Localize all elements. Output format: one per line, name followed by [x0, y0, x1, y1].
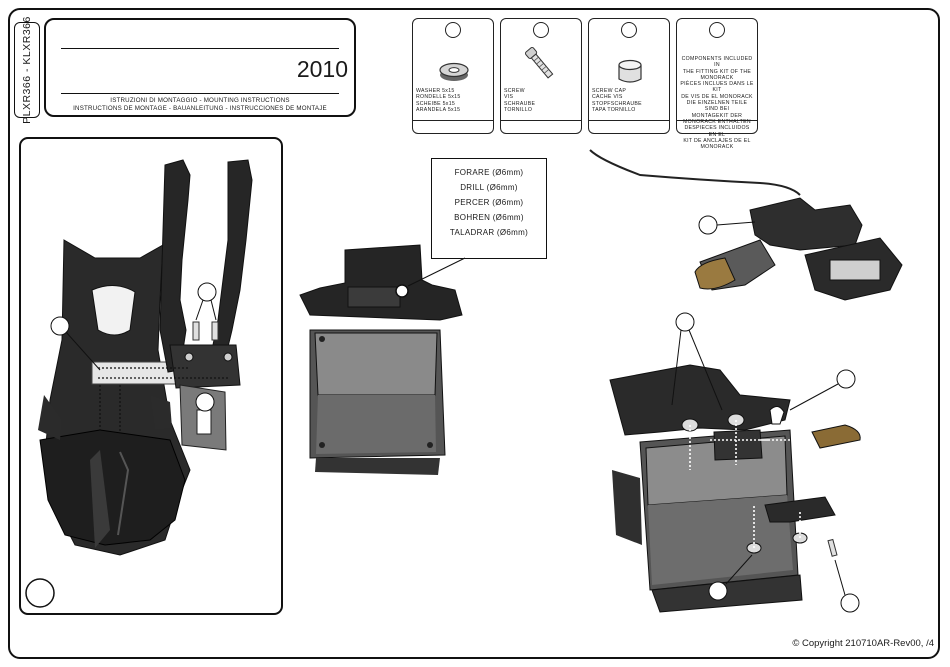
- note-line: THE FITTING KIT OF THE: [682, 68, 752, 75]
- instructions-line-2: INSTRUCTIONS DE MONTAGE - BAUANLEITUNG -…: [73, 105, 327, 112]
- note-line: MONORACK: [700, 74, 734, 81]
- component-screw-cap: SCREW CAP CACHE VIS STOPFSCHRAUBE TAPA T…: [588, 18, 670, 134]
- component-divider: [501, 120, 581, 121]
- assembly-leader-lines: [671, 329, 846, 596]
- included-components-note: COMPONENTS INCLUDED IN THE FITTING KIT O…: [676, 18, 758, 150]
- drill-line-en: DRILL (Ø6mm): [460, 183, 518, 192]
- callout-leaders: [65, 299, 217, 371]
- component-line: SCREW: [504, 88, 525, 94]
- component-screw: SCREW VIS SCHRAUBE TORNILLO: [500, 18, 582, 134]
- washer-icon: [439, 62, 469, 81]
- component-line: CACHE VIS: [592, 94, 623, 101]
- drill-line-it: FORARE (Ø6mm): [454, 168, 524, 177]
- note-line: DE VIS DE EL MONORACK: [681, 93, 753, 100]
- drill-line-de: BOHREN (Ø6mm): [454, 213, 524, 222]
- component-line: VIS: [504, 94, 514, 101]
- component-line: WASHER 5x15: [416, 88, 455, 94]
- component-line: SCREW CAP: [592, 88, 627, 94]
- note-line: MONORACK ENTHALTEN: [683, 118, 751, 125]
- component-divider: [589, 120, 669, 121]
- drill-line-es: TALADRAR (Ø6mm): [449, 228, 529, 237]
- note-line: DIE EINZELNEN TEILE SIND BEI: [686, 100, 748, 113]
- instructions-line-1: ISTRUZIONI DI MONTAGGIO - MOUNTING INSTR…: [110, 97, 290, 104]
- component-text: WASHER 5x15 RONDELLE 5x15 SCHEIBE 5x15 A…: [416, 88, 490, 113]
- component-divider: [413, 120, 493, 121]
- rear-fender-illustration: [38, 239, 191, 556]
- component-line: SCHRAUBE: [504, 100, 536, 107]
- drill-line-fr: PERCER (Ø6mm): [454, 198, 524, 207]
- included-note-text: COMPONENTS INCLUDED IN THE FITTING KIT O…: [680, 56, 754, 150]
- component-line: RONDELLE 5x15: [416, 94, 461, 101]
- component-line: TAPA TORNILLO: [592, 106, 636, 113]
- title-rule-bottom: [61, 93, 339, 94]
- note-line: PIÈCES INCLUES DANS LE KIT: [680, 81, 754, 94]
- screw-cap-icon: [618, 59, 642, 83]
- step-panel-left: [19, 137, 283, 615]
- step-number-circle: [25, 578, 55, 608]
- title-rule-top: [61, 48, 339, 49]
- assembled-view-illustration: [609, 364, 861, 613]
- component-line: ARANDELA 5x15: [416, 106, 461, 113]
- copyright-footer: © Copyright 210710AR-Rev00, /4: [792, 638, 934, 649]
- product-code-box: PLXR366 - KLXR366: [14, 16, 40, 124]
- license-plate-holder-illustration: [299, 244, 463, 475]
- assembly-callout-circles: [675, 312, 860, 613]
- item-number-circle: [621, 22, 637, 38]
- model-year: 2010: [296, 56, 348, 82]
- component-text: SCREW CAP CACHE VIS STOPFSCHRAUBE TAPA T…: [592, 88, 666, 113]
- component-washer: WASHER 5x15 RONDELLE 5x15 SCHEIBE 5x15 A…: [412, 18, 494, 134]
- note-line: DESPIECES INCLUIDOS EN EL: [684, 125, 750, 138]
- note-line: MONORACK: [700, 144, 734, 151]
- component-line: STOPFSCHRAUBE: [592, 100, 642, 107]
- assembly-dotted-lines: [689, 420, 815, 548]
- component-line: SCHEIBE 5x15: [416, 100, 456, 107]
- callout-circles: [50, 282, 217, 412]
- note-line: MONTAGEKIT DER: [691, 112, 743, 119]
- note-line: COMPONENTS INCLUDED IN: [681, 56, 753, 69]
- item-number-circle: [533, 22, 549, 38]
- drill-instruction-box: FORARE (Ø6mm) DRILL (Ø6mm) PERCER (Ø6mm)…: [431, 158, 547, 259]
- indicator-bracket-illustration: [589, 149, 903, 301]
- note-line: KIT DE ANCLAJES DE EL: [683, 137, 751, 144]
- dotted-guide-lines: [98, 367, 230, 432]
- item-number-circle: [445, 22, 461, 38]
- screw-icon: [524, 47, 554, 79]
- page-frame: [8, 8, 940, 659]
- component-line: TORNILLO: [504, 106, 533, 113]
- bracket-illustration: [159, 159, 253, 451]
- component-divider: [677, 120, 757, 121]
- title-box: 2010 ISTRUZIONI DI MONTAGGIO - MOUNTING …: [44, 18, 356, 117]
- item-number-circle: [709, 22, 725, 38]
- drill-leader-line: [407, 257, 466, 287]
- component-text: SCREW VIS SCHRAUBE TORNILLO: [504, 88, 578, 113]
